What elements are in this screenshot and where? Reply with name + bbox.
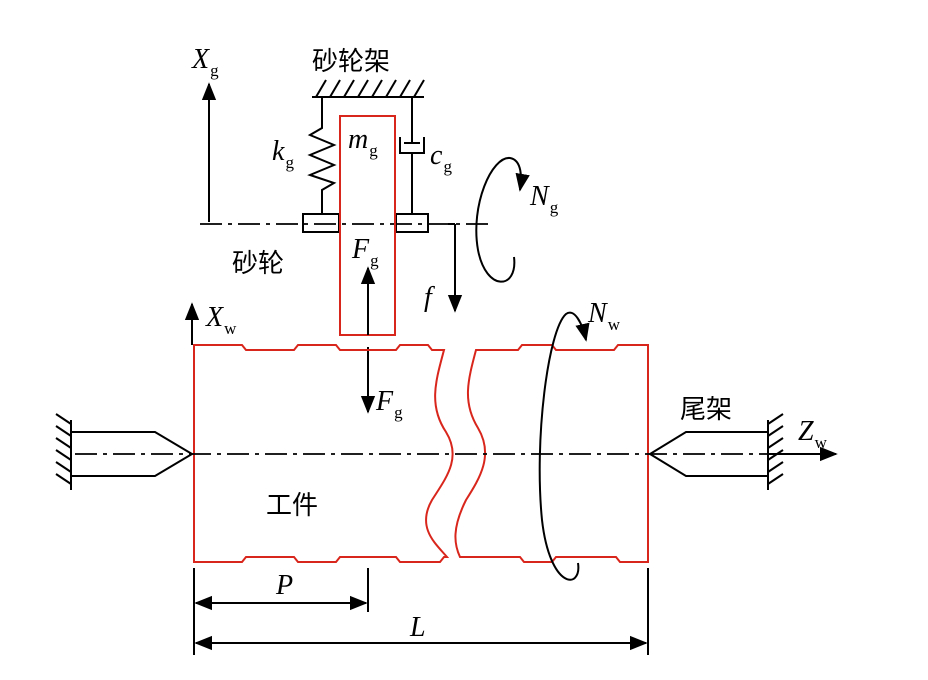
dimension-p [193,568,369,612]
label-wheel: 砂轮 [232,249,284,279]
label-nw: Nw [587,298,621,334]
label-fg-up: Fg [351,234,379,270]
tailstock-center-right [648,413,784,490]
label-wheel-head: 砂轮架 [312,47,390,77]
damper-cg [399,97,425,214]
workpiece-left [193,344,454,563]
label-p: P [275,570,293,601]
label-ng: Ng [529,181,559,217]
ng-rotation-arrow [475,156,530,283]
label-fg-down: Fg [375,386,403,422]
feed-arrow-f [447,223,463,313]
wheel-head-ground [312,79,425,98]
label-mg: mg [348,124,378,160]
label-tailstock: 尾架 [680,395,732,425]
label-xw: Xw [205,302,237,338]
nw-rotation-arrow [538,311,590,581]
wheel-hub-left [302,213,340,233]
label-kg: kg [272,136,294,172]
label-l: L [409,612,426,643]
label-workpiece: 工件 [266,491,318,521]
label-f: f [424,282,435,313]
spring-kg [307,97,337,214]
workpiece-right [454,344,649,563]
label-xg: Xg [191,44,219,80]
dimension-l [193,568,649,655]
label-cg: cg [430,140,452,176]
headstock-center-left [55,413,194,490]
wheel-hub-right [395,213,429,233]
label-zw: Zw [798,416,828,452]
